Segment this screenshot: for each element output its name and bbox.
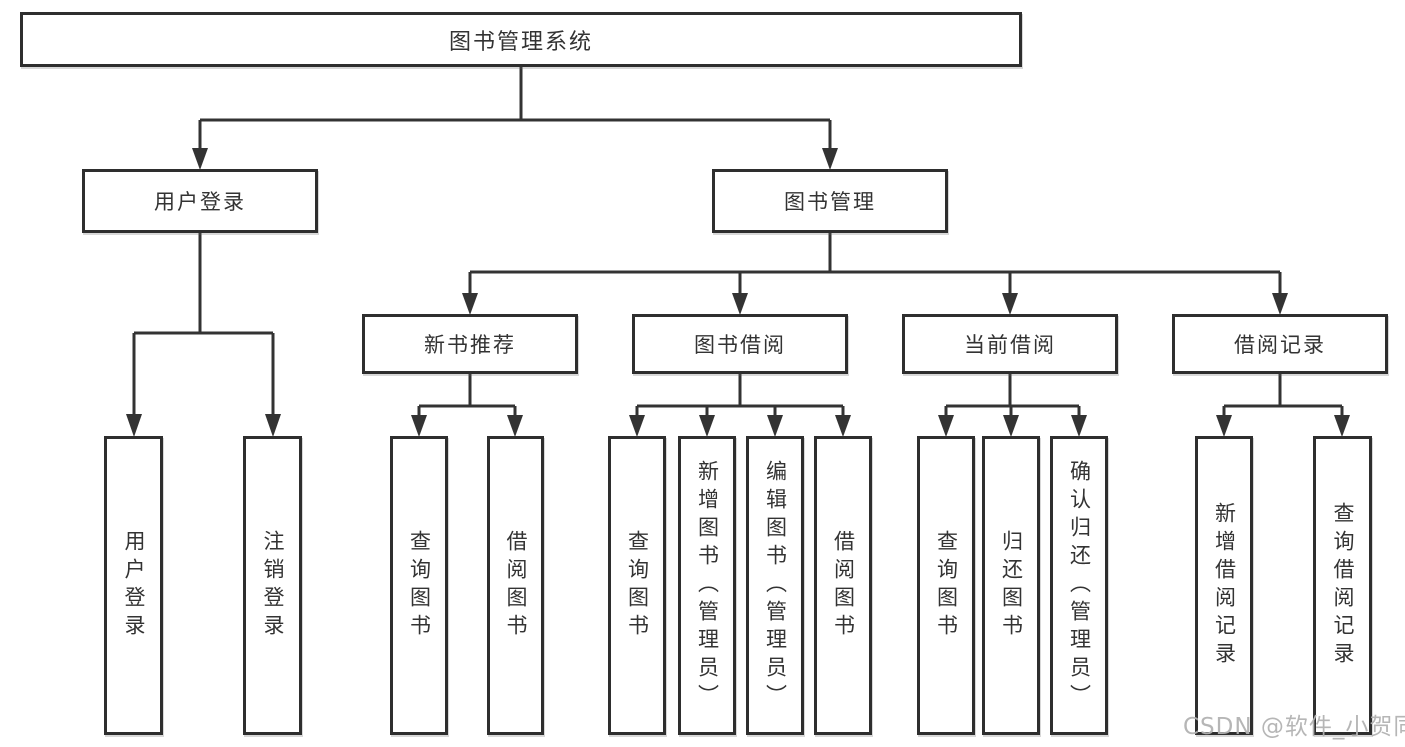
node-user-login-label: 用户登录 — [154, 190, 246, 214]
connector-user-login — [132, 233, 275, 416]
node-borrow-records-label: 借阅记录 — [1234, 333, 1326, 357]
node-user-login: 用户登录 — [82, 169, 318, 233]
node-book-borrow: 图书借阅 — [632, 314, 848, 374]
leaf-confirm-return-admin-label: 确认归还（管理员） — [1067, 459, 1092, 712]
leaf-query-borrow-record-label: 查询借阅记录 — [1331, 501, 1355, 670]
arrowheads — [126, 148, 1350, 437]
leaf-user-login: 用户登录 — [104, 436, 163, 735]
node-new-book-recommend-label: 新书推荐 — [424, 333, 516, 357]
leaf-confirm-return-admin: 确认归还（管理员） — [1050, 436, 1108, 735]
leaf-return-books: 归还图书 — [982, 436, 1040, 735]
leaf-user-login-label: 用户登录 — [122, 529, 146, 642]
leaf-add-borrow-record-label: 新增借阅记录 — [1212, 501, 1237, 670]
leaf-edit-books-admin: 编辑图书（管理员） — [746, 436, 804, 735]
connector-book-management — [468, 233, 1282, 296]
leaf-query-books-current-label: 查询图书 — [934, 529, 959, 642]
node-book-management-label: 图书管理 — [784, 190, 876, 214]
node-new-book-recommend: 新书推荐 — [362, 314, 578, 374]
csdn-watermark: CSDN @软件_小贺同学 — [1183, 714, 1405, 740]
leaf-add-books-admin-label: 新增图书（管理员） — [695, 459, 720, 712]
node-root: 图书管理系统 — [20, 12, 1022, 67]
node-book-borrow-label: 图书借阅 — [694, 333, 786, 357]
leaf-logout: 注销登录 — [243, 436, 302, 735]
connector-root — [198, 67, 832, 150]
leaf-add-borrow-record: 新增借阅记录 — [1195, 436, 1253, 735]
leaf-add-books-admin: 新增图书（管理员） — [678, 436, 736, 735]
leaf-borrow-books: 借阅图书 — [814, 436, 872, 735]
connector-new-book — [417, 374, 517, 418]
leaf-borrow-books-rec: 借阅图书 — [487, 436, 544, 735]
leaf-edit-books-admin-label: 编辑图书（管理员） — [763, 459, 788, 712]
connector-current-borrow — [944, 374, 1081, 418]
leaf-query-books-borrow: 查询图书 — [608, 436, 666, 735]
leaf-query-books-borrow-label: 查询图书 — [625, 529, 650, 642]
leaf-query-books-rec-label: 查询图书 — [407, 529, 432, 642]
node-current-borrow: 当前借阅 — [902, 314, 1118, 374]
leaf-query-books-current: 查询图书 — [917, 436, 975, 735]
node-root-label: 图书管理系统 — [448, 29, 593, 55]
leaf-return-books-label: 归还图书 — [999, 529, 1024, 642]
leaf-query-books-rec: 查询图书 — [390, 436, 448, 735]
node-borrow-records: 借阅记录 — [1172, 314, 1388, 374]
node-book-management: 图书管理 — [712, 169, 948, 233]
leaf-query-borrow-record: 查询借阅记录 — [1313, 436, 1372, 735]
connector-book-borrow — [635, 374, 845, 418]
leaf-logout-label: 注销登录 — [261, 529, 285, 642]
leaf-borrow-books-rec-label: 借阅图书 — [504, 529, 528, 642]
node-current-borrow-label: 当前借阅 — [964, 333, 1056, 357]
connector-borrow-records — [1222, 374, 1344, 418]
leaf-borrow-books-label: 借阅图书 — [831, 529, 856, 642]
